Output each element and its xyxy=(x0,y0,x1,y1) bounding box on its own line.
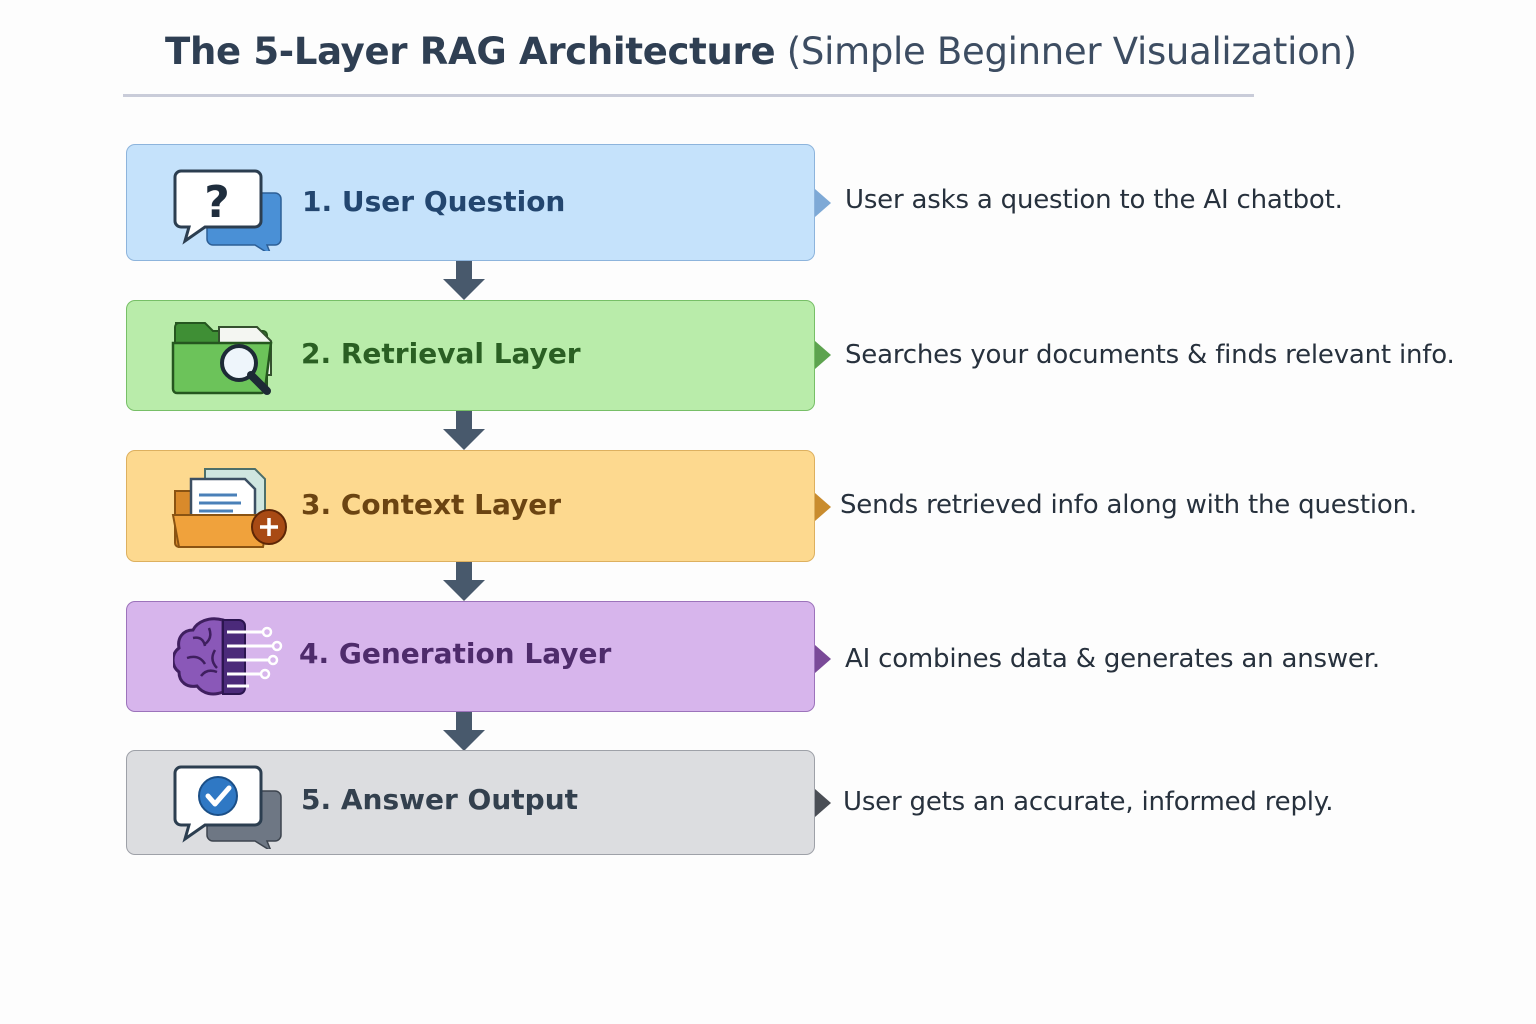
layer-description: Sends retrieved info along with the ques… xyxy=(840,490,1417,520)
title-divider xyxy=(123,94,1254,97)
down-arrow-icon xyxy=(443,411,485,450)
layer-description: AI combines data & generates an answer. xyxy=(845,644,1380,674)
layer-pointer xyxy=(815,645,831,673)
layer-description: User asks a question to the AI chatbot. xyxy=(845,185,1343,215)
ai-brain-icon xyxy=(173,617,283,696)
page-title: The 5-Layer RAG Architecture (Simple Beg… xyxy=(165,30,1357,73)
title-main: The 5-Layer RAG Architecture xyxy=(165,30,776,73)
layer-pointer xyxy=(815,493,831,521)
svg-text:?: ? xyxy=(204,177,230,228)
layer-label: 2. Retrieval Layer xyxy=(301,337,581,370)
layer-description: User gets an accurate, informed reply. xyxy=(843,787,1334,817)
layer-context: 3. Context Layer xyxy=(126,450,815,562)
down-arrow-icon xyxy=(443,261,485,300)
question-bubble-icon: ? xyxy=(173,169,282,251)
layer-label: 1. User Question xyxy=(302,185,566,218)
layer-generation: 4. Generation Layer xyxy=(126,601,815,712)
folder-search-icon xyxy=(171,322,273,395)
layer-label: 4. Generation Layer xyxy=(299,637,612,670)
layer-description: Searches your documents & finds relevant… xyxy=(845,340,1455,370)
down-arrow-icon xyxy=(443,712,485,751)
title-subtitle: (Simple Beginner Visualization) xyxy=(786,30,1357,73)
down-arrow-icon xyxy=(443,562,485,601)
layer-pointer xyxy=(815,341,831,369)
layer-label: 5. Answer Output xyxy=(301,783,579,816)
layer-answer-output: 5. Answer Output xyxy=(126,750,815,855)
documents-add-icon xyxy=(171,468,287,548)
checkmark-bubble-icon xyxy=(173,765,282,849)
layer-retrieval: 2. Retrieval Layer xyxy=(126,300,815,411)
layer-user-question: ? 1. User Question xyxy=(126,144,815,261)
layer-label: 3. Context Layer xyxy=(301,488,562,521)
layer-pointer xyxy=(815,789,831,817)
layer-pointer xyxy=(815,189,831,217)
